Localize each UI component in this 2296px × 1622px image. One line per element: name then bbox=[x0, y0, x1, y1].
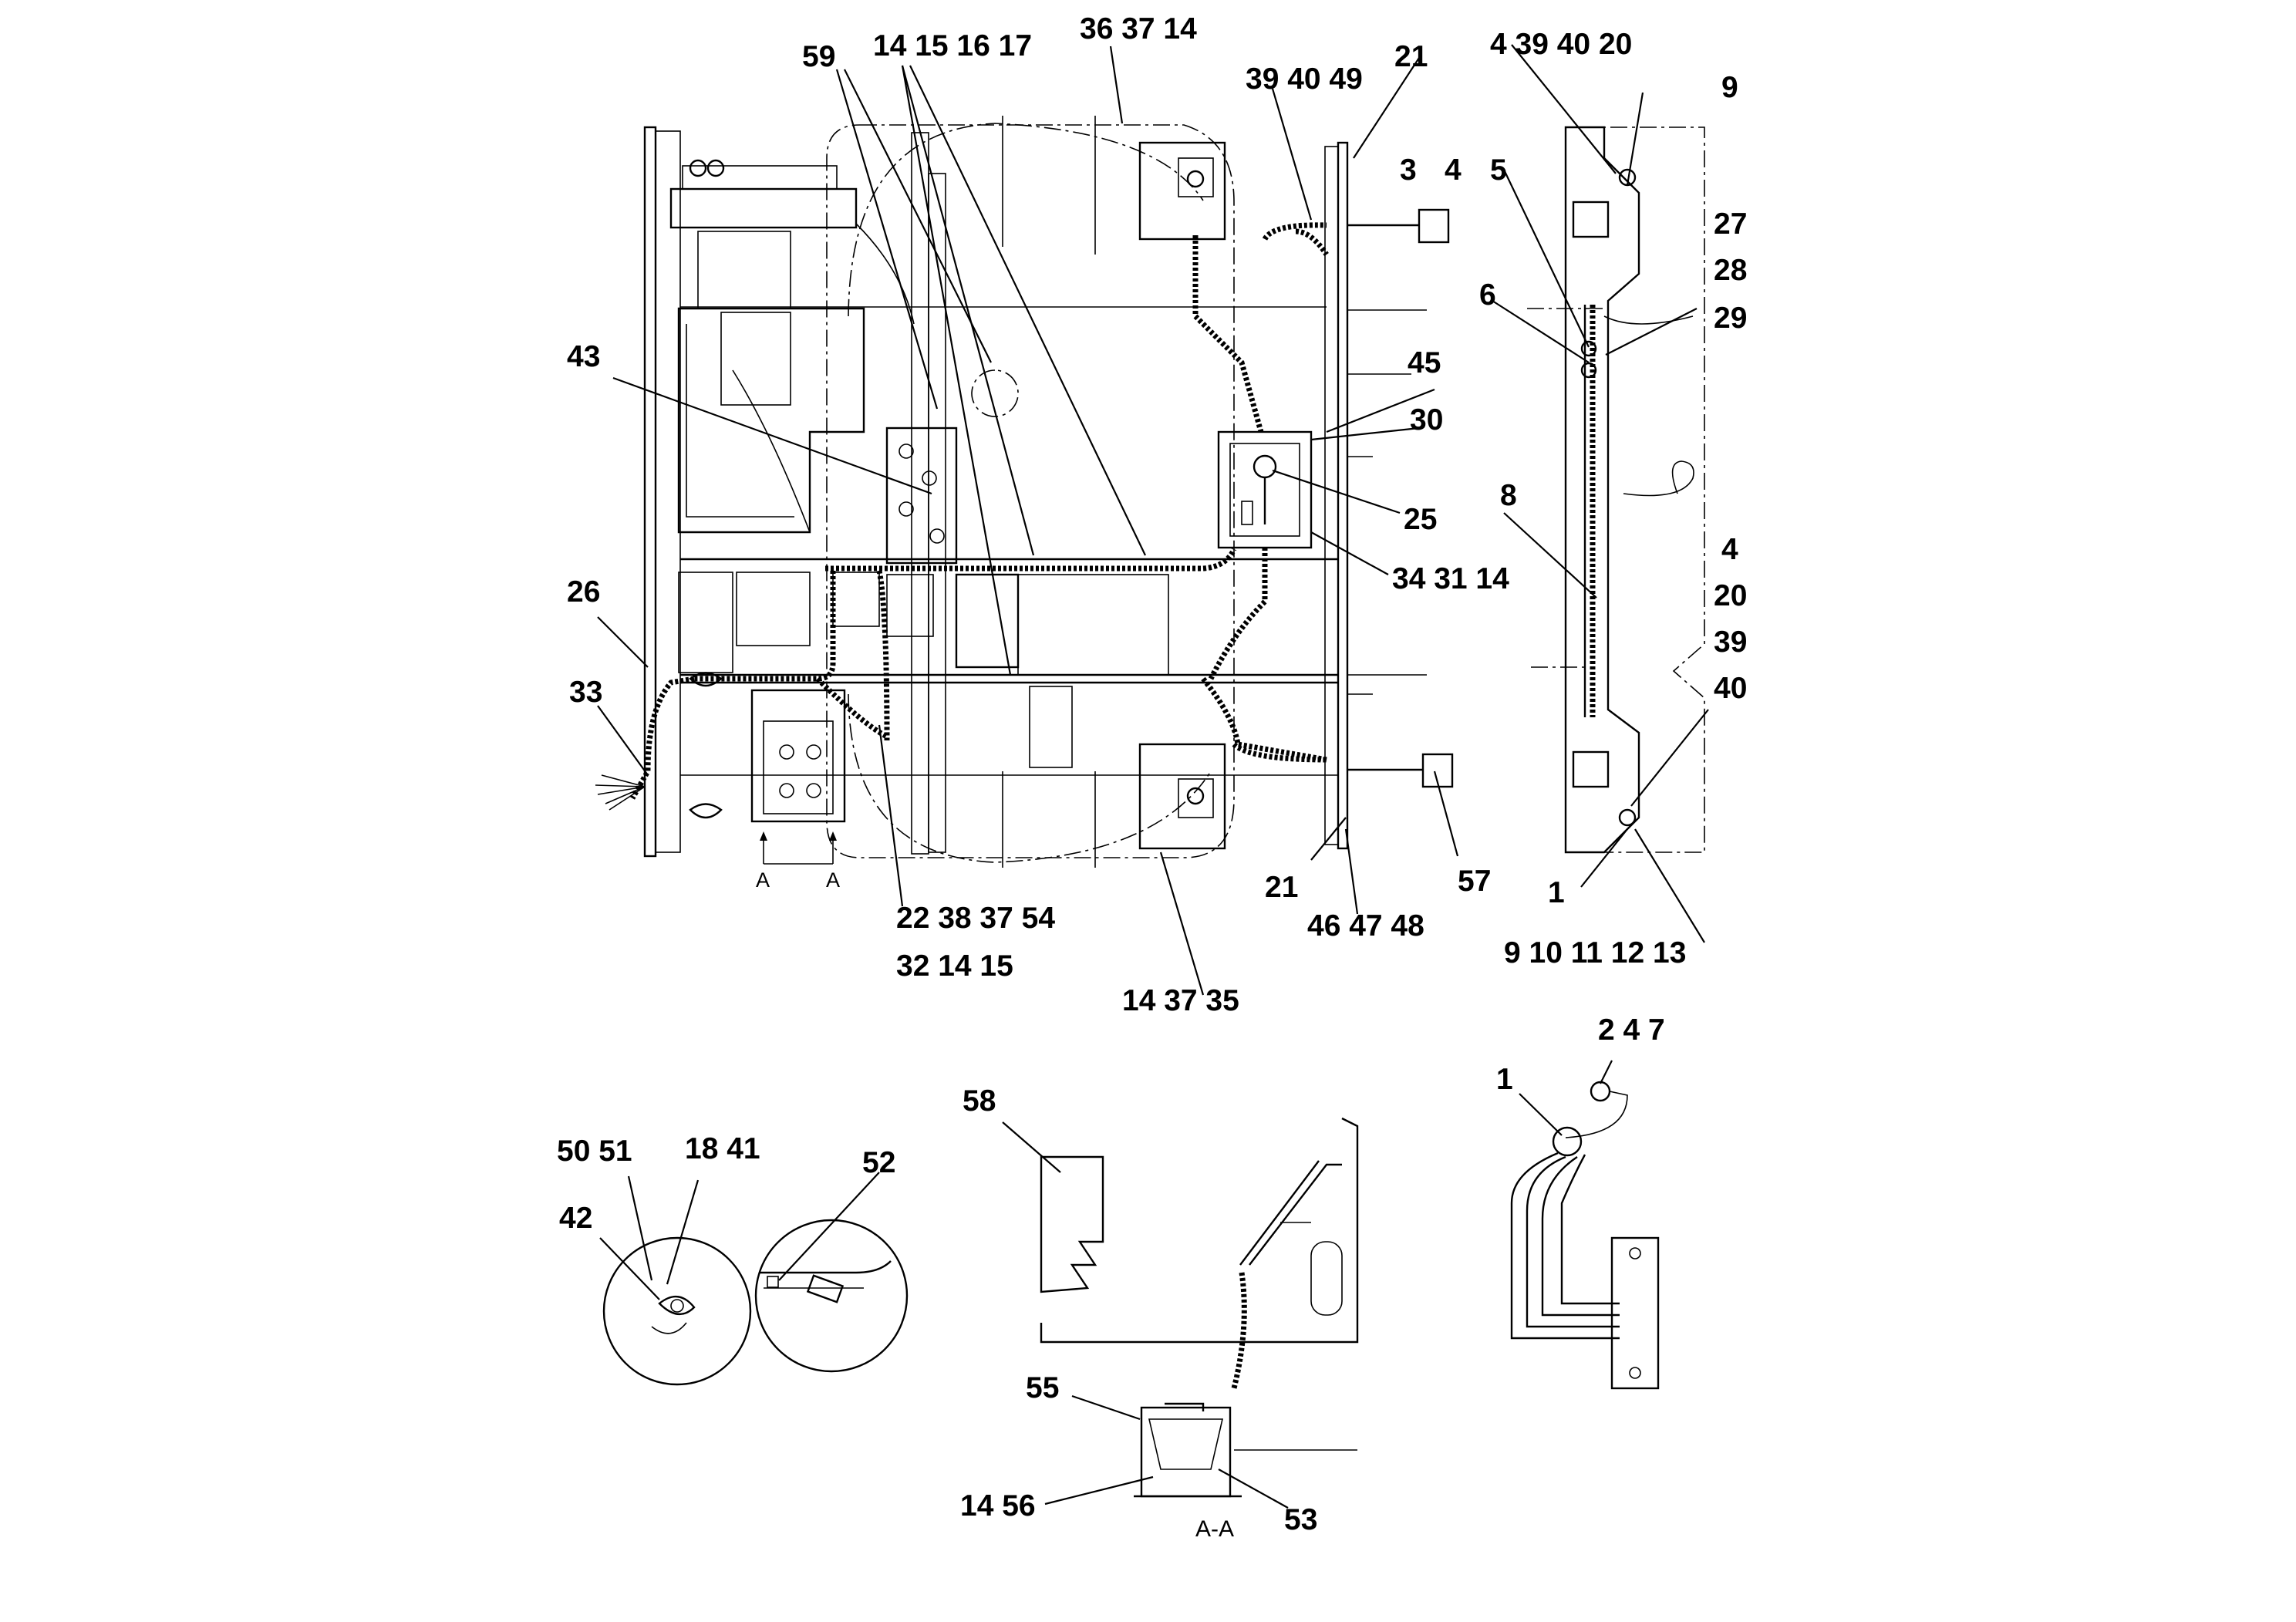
callout-34-31-14: 34 31 14 bbox=[1392, 562, 1509, 595]
callout-25: 25 bbox=[1404, 503, 1437, 536]
main-plan-view bbox=[595, 116, 1454, 868]
wiring-harness bbox=[629, 222, 1329, 800]
phantom-hub bbox=[971, 369, 1019, 417]
callout-3: 3 bbox=[1400, 153, 1417, 187]
callout-39-40-49: 39 40 49 bbox=[1246, 62, 1363, 96]
upper-right-bracket bbox=[1002, 116, 1226, 255]
callout-50-51: 50 51 bbox=[557, 1135, 632, 1168]
junction-box bbox=[1217, 430, 1313, 549]
right-frame-rail-inner bbox=[1324, 146, 1339, 845]
callout-52: 52 bbox=[862, 1146, 895, 1179]
callout-4-b: 4 bbox=[1721, 533, 1738, 566]
lower-right-bracket bbox=[1002, 686, 1226, 868]
battery-box bbox=[689, 672, 846, 823]
callout-39: 39 bbox=[1714, 626, 1747, 659]
callout-40: 40 bbox=[1714, 672, 1747, 705]
section-mark-right: A bbox=[826, 868, 840, 892]
valve-box bbox=[955, 573, 1020, 669]
callout-21-bottom: 21 bbox=[1265, 871, 1298, 904]
section-caption: A-A bbox=[1195, 1516, 1234, 1542]
detail-circle-left bbox=[602, 1236, 752, 1386]
callout-4-39-40-20: 4 39 40 20 bbox=[1490, 28, 1632, 61]
callout-8: 8 bbox=[1500, 479, 1517, 512]
callout-28: 28 bbox=[1714, 254, 1747, 287]
cable-lead-detail bbox=[1510, 1081, 1660, 1390]
callout-2-4-7: 2 4 7 bbox=[1598, 1013, 1665, 1047]
harness-breakout bbox=[595, 774, 646, 811]
callout-32-14-15: 32 14 15 bbox=[896, 949, 1013, 983]
side-rail bbox=[1564, 126, 1640, 854]
callout-55: 55 bbox=[1026, 1371, 1059, 1404]
mounting-plate bbox=[1610, 1236, 1660, 1390]
side-view bbox=[1527, 126, 1705, 854]
section-a-a-view bbox=[1040, 1117, 1359, 1498]
callout-20: 20 bbox=[1714, 579, 1747, 612]
callout-27: 27 bbox=[1714, 207, 1747, 241]
side-plate-bottom bbox=[1572, 750, 1610, 788]
callout-33: 33 bbox=[569, 676, 602, 709]
callout-59: 59 bbox=[802, 40, 835, 73]
leader-lines bbox=[597, 44, 1709, 1509]
center-beam-right bbox=[928, 173, 946, 853]
callout-6: 6 bbox=[1479, 278, 1496, 312]
callout-43: 43 bbox=[567, 340, 600, 373]
callout-9-10-11-12-13: 9 10 11 12 13 bbox=[1504, 936, 1686, 969]
detail-circle-right bbox=[754, 1219, 909, 1373]
mid-left-components bbox=[678, 427, 1169, 676]
callout-46-47-48: 46 47 48 bbox=[1307, 909, 1424, 943]
section-mark-left: A bbox=[756, 868, 770, 892]
upper-left-component bbox=[669, 159, 865, 534]
section-box bbox=[1140, 1406, 1232, 1498]
callout-14-56: 14 56 bbox=[960, 1489, 1036, 1523]
control-block bbox=[885, 427, 958, 565]
callout-1-b: 1 bbox=[1496, 1063, 1513, 1096]
section-arrows bbox=[760, 831, 837, 865]
callout-26: 26 bbox=[567, 575, 600, 609]
callout-14-37-35: 14 37 35 bbox=[1122, 984, 1239, 1017]
callout-1-a: 1 bbox=[1548, 876, 1565, 909]
center-beam-left bbox=[911, 132, 929, 855]
callout-29: 29 bbox=[1714, 302, 1747, 335]
phantom-outline bbox=[826, 124, 1235, 858]
side-plate-top bbox=[1572, 201, 1610, 238]
callout-42: 42 bbox=[559, 1202, 592, 1235]
left-frame-rail-inner bbox=[655, 130, 681, 853]
side-phantom-outline bbox=[1581, 126, 1705, 853]
callout-57: 57 bbox=[1458, 865, 1491, 898]
callout-21-top: 21 bbox=[1394, 40, 1428, 73]
callout-4-a: 4 bbox=[1445, 153, 1462, 187]
callout-22-38-37-54: 22 38 37 54 bbox=[896, 902, 1055, 935]
callout-58: 58 bbox=[963, 1084, 996, 1118]
callout-9-top: 9 bbox=[1721, 71, 1738, 104]
callout-36-37-14: 36 37 14 bbox=[1080, 12, 1197, 46]
callout-5: 5 bbox=[1490, 153, 1507, 187]
right-connectors bbox=[1347, 208, 1454, 788]
callout-14-15-16-17: 14 15 16 17 bbox=[873, 29, 1032, 62]
callout-45: 45 bbox=[1408, 346, 1441, 379]
side-connector-bottom bbox=[1618, 808, 1637, 827]
callout-53: 53 bbox=[1284, 1503, 1317, 1536]
callout-labels: 59 14 15 16 17 36 37 14 39 40 49 21 4 39… bbox=[557, 12, 1747, 1542]
phantom-wheel-top bbox=[848, 123, 1204, 317]
callout-18-41: 18 41 bbox=[685, 1132, 760, 1165]
callout-30: 30 bbox=[1410, 403, 1443, 437]
